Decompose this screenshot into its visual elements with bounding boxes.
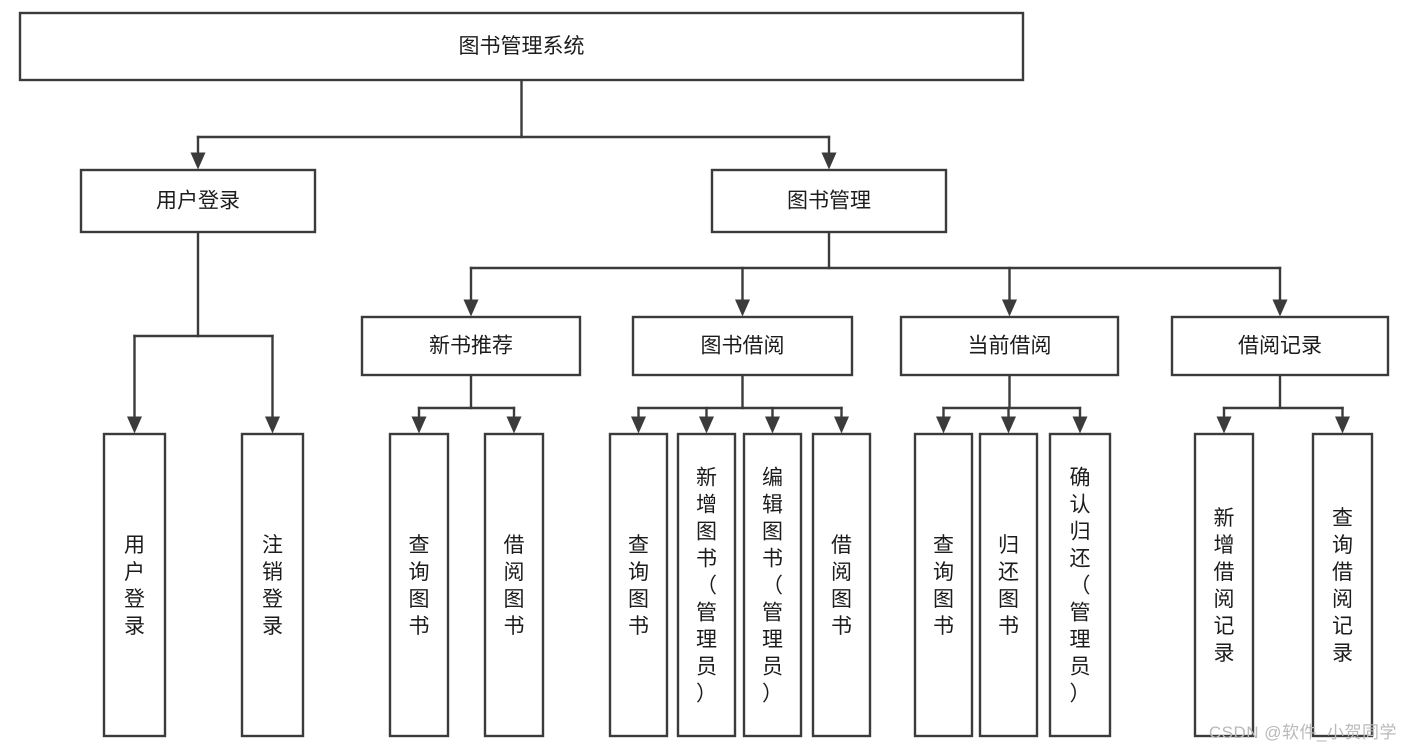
node-box-leaf-query-book-1	[388, 432, 450, 738]
node-box-leaf-query-book-3	[913, 432, 974, 738]
node-box-book-manage	[710, 168, 948, 234]
node-label-root: 图书管理系统	[459, 35, 585, 58]
node-label-new-book-rec: 新书推荐	[429, 335, 513, 358]
arrow-head-icon	[1002, 299, 1017, 317]
arrow-head-icon	[1216, 416, 1232, 434]
node-leaf-return-book[interactable]: 归还图书	[978, 432, 1039, 738]
node-box-leaf-query-record	[1311, 432, 1374, 738]
node-label-book-manage: 图书管理	[787, 190, 871, 213]
node-label-leaf-add-book: 新增图书（管理员）	[696, 467, 717, 706]
node-label-leaf-logout: 注销登录	[262, 534, 283, 638]
connector-user-login	[127, 230, 280, 434]
node-label-leaf-query-book-1: 查询图书	[409, 534, 430, 638]
node-user-login[interactable]: 用户登录	[79, 168, 317, 234]
node-box-leaf-edit-book	[742, 432, 803, 738]
arrow-head-icon	[834, 416, 849, 434]
arrow-head-icon	[631, 416, 646, 434]
node-current-borrow[interactable]: 当前借阅	[899, 315, 1120, 377]
node-layer: 图书管理系统用户登录图书管理新书推荐图书借阅当前借阅借阅记录用户登录注销登录查询…	[18, 11, 1390, 738]
node-leaf-add-record[interactable]: 新增借阅记录	[1193, 432, 1255, 738]
node-label-leaf-confirm-return: 确认归还（管理员）	[1070, 467, 1091, 706]
node-leaf-query-book-2[interactable]: 查询图书	[608, 432, 669, 738]
node-leaf-logout[interactable]: 注销登录	[240, 432, 305, 738]
arrow-head-icon	[506, 416, 522, 434]
node-box-leaf-user-login	[102, 432, 167, 738]
node-box-leaf-confirm-return	[1048, 432, 1112, 738]
arrow-head-icon	[265, 416, 280, 434]
node-box-root	[18, 11, 1025, 82]
node-book-manage[interactable]: 图书管理	[710, 168, 948, 234]
arrow-head-icon	[190, 152, 206, 170]
arrow-head-icon	[1335, 416, 1350, 434]
node-leaf-query-book-1[interactable]: 查询图书	[388, 432, 450, 738]
node-label-leaf-borrow-book-1: 借阅图书	[504, 534, 525, 638]
node-leaf-borrow-book-2[interactable]: 借阅图书	[811, 432, 872, 738]
arrow-head-icon	[1001, 416, 1016, 434]
node-box-book-borrow	[631, 315, 854, 377]
node-root[interactable]: 图书管理系统	[18, 11, 1025, 82]
connector-book-borrow	[631, 373, 849, 434]
arrow-head-icon	[1072, 416, 1088, 434]
node-label-leaf-return-book: 归还图书	[998, 534, 1019, 638]
connector-current-borrow	[936, 373, 1088, 434]
node-box-leaf-add-book	[676, 432, 737, 738]
arrow-head-icon	[735, 299, 750, 317]
node-box-new-book-rec	[360, 315, 582, 377]
node-label-leaf-query-book-3: 查询图书	[933, 534, 954, 638]
node-label-leaf-user-login: 用户登录	[124, 534, 145, 638]
connector-new-book-rec	[411, 373, 522, 434]
arrow-head-icon	[463, 299, 479, 317]
node-box-borrow-record	[1170, 315, 1390, 377]
arrow-head-icon	[127, 416, 142, 434]
csdn-watermark: CSDN @软件_小贺同学	[1208, 723, 1397, 742]
connector-root	[190, 78, 837, 170]
arrow-head-icon	[1272, 299, 1288, 317]
node-label-leaf-borrow-book-2: 借阅图书	[831, 534, 852, 638]
node-box-leaf-query-book-2	[608, 432, 669, 738]
node-leaf-edit-book[interactable]: 编辑图书（管理员）	[742, 432, 803, 738]
node-label-book-borrow: 图书借阅	[701, 335, 785, 358]
node-leaf-borrow-book-1[interactable]: 借阅图书	[483, 432, 545, 738]
arrow-head-icon	[765, 416, 780, 434]
node-label-user-login: 用户登录	[156, 190, 240, 213]
connector-borrow-record	[1216, 373, 1350, 434]
node-box-current-borrow	[899, 315, 1120, 377]
node-box-leaf-borrow-book-2	[811, 432, 872, 738]
node-label-leaf-edit-book: 编辑图书（管理员）	[762, 467, 783, 706]
node-label-leaf-query-record: 查询借阅记录	[1332, 507, 1353, 665]
node-leaf-confirm-return[interactable]: 确认归还（管理员）	[1048, 432, 1112, 738]
node-leaf-query-book-3[interactable]: 查询图书	[913, 432, 974, 738]
node-box-leaf-borrow-book-1	[483, 432, 545, 738]
node-box-leaf-return-book	[978, 432, 1039, 738]
node-box-leaf-logout	[240, 432, 305, 738]
node-leaf-query-record[interactable]: 查询借阅记录	[1311, 432, 1374, 738]
arrow-head-icon	[936, 416, 951, 434]
arrow-head-icon	[821, 152, 837, 170]
node-leaf-user-login[interactable]: 用户登录	[102, 432, 167, 738]
node-box-user-login	[79, 168, 317, 234]
arrow-head-icon	[411, 416, 427, 434]
node-label-leaf-query-book-2: 查询图书	[628, 534, 649, 638]
connector-layer	[127, 78, 1350, 434]
node-borrow-record[interactable]: 借阅记录	[1170, 315, 1390, 377]
node-label-leaf-add-record: 新增借阅记录	[1214, 507, 1235, 665]
node-book-borrow[interactable]: 图书借阅	[631, 315, 854, 377]
arrow-head-icon	[699, 416, 714, 434]
node-new-book-rec[interactable]: 新书推荐	[360, 315, 582, 377]
node-leaf-add-book[interactable]: 新增图书（管理员）	[676, 432, 737, 738]
node-label-borrow-record: 借阅记录	[1238, 335, 1322, 358]
node-label-current-borrow: 当前借阅	[968, 335, 1052, 358]
connector-book-manage	[463, 230, 1288, 317]
node-box-leaf-add-record	[1193, 432, 1255, 738]
